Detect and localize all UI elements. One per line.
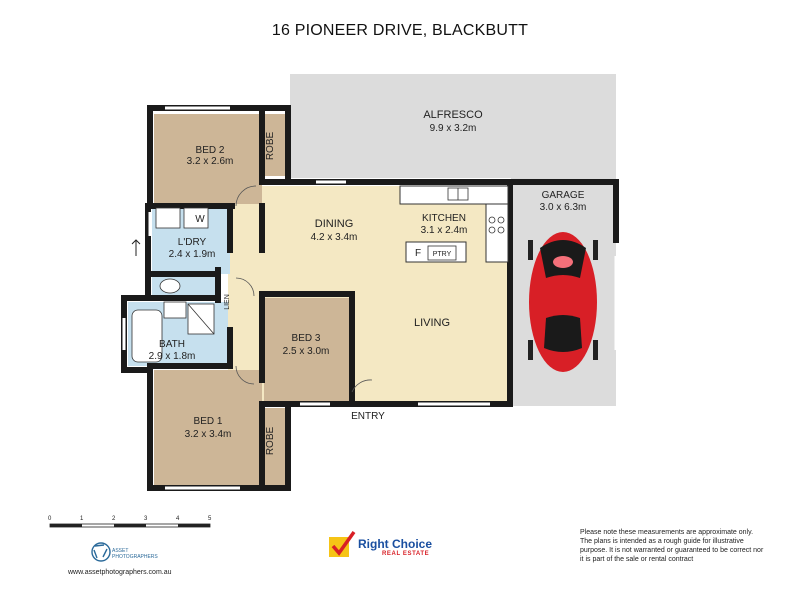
- alfresco-area[interactable]: [290, 74, 616, 178]
- camera-aperture-icon: [91, 542, 111, 562]
- bed2-size: 3.2 x 2.6m: [187, 156, 234, 167]
- photographer-logo-line1: ASSET: [112, 548, 129, 554]
- pantry-label: PTRY: [433, 251, 452, 258]
- entry-label: ENTRY: [351, 411, 385, 422]
- cooktop-icon: [488, 216, 496, 224]
- toilet-icon: [159, 278, 181, 294]
- garage-size: 3.0 x 6.3m: [540, 202, 587, 213]
- vanity-icon: [163, 301, 187, 319]
- bed2-room[interactable]: [154, 114, 262, 204]
- garage-label: GARAGE: [542, 190, 585, 201]
- washer-icon: [183, 207, 209, 229]
- hallway[interactable]: [228, 186, 264, 402]
- photographer-website-link[interactable]: www.assetphotographers.com.au: [68, 569, 172, 576]
- ldry-label: L'DRY: [178, 237, 207, 248]
- agency-name: Right Choice: [358, 537, 432, 551]
- agency-tagline: REAL ESTATE: [382, 551, 430, 557]
- scale-tick-5: 5: [208, 516, 212, 522]
- bed3-size: 2.5 x 3.0m: [283, 346, 330, 357]
- bed1-size: 3.2 x 3.4m: [185, 429, 232, 440]
- plan-title: 16 PIONEER DRIVE, BLACKBUTT: [271, 22, 529, 39]
- bath-label: BATH: [159, 339, 185, 350]
- linen-label: LIEN: [224, 294, 231, 310]
- car-icon: [528, 232, 598, 372]
- bed3-label: BED 3: [292, 333, 321, 344]
- bed2-label: BED 2: [196, 145, 225, 156]
- scale-tick-1: 1: [80, 516, 84, 522]
- disclaimer-text: Please note these measurements are appro…: [580, 529, 764, 563]
- scale-bar: [49, 523, 211, 528]
- scale-tick-3: 3: [144, 516, 148, 522]
- dining-label: DINING: [315, 218, 354, 230]
- robe-bottom-label: ROBE: [265, 427, 276, 456]
- alfresco-label: ALFRESCO: [423, 109, 483, 121]
- scale-tick-0: 0: [48, 516, 52, 522]
- photographer-logo-line2: PHOTOGRAPHERS: [112, 554, 158, 560]
- bath-size: 2.9 x 1.8m: [149, 351, 196, 362]
- bed1-label: BED 1: [194, 416, 223, 427]
- checkmark-logo-icon: [329, 530, 356, 557]
- robe-bottom[interactable]: [262, 408, 286, 485]
- scale-tick-4: 4: [176, 516, 180, 522]
- fridge-label: F: [415, 248, 421, 259]
- kitchen-label: KITCHEN: [422, 213, 466, 224]
- living-label: LIVING: [414, 317, 450, 329]
- kitchen-size: 3.1 x 2.4m: [421, 225, 468, 236]
- scale-tick-2: 2: [112, 516, 116, 522]
- ldry-size: 2.4 x 1.9m: [169, 249, 216, 260]
- dining-size: 4.2 x 3.4m: [311, 232, 358, 243]
- robe-top-label: ROBE: [265, 132, 276, 161]
- bathtub-icon: [131, 309, 163, 363]
- washer-label: W: [195, 214, 205, 225]
- entry-arrow-icon: [131, 239, 141, 256]
- robe-top[interactable]: [262, 114, 286, 176]
- laundry-tub-icon: [155, 207, 181, 229]
- alfresco-size: 9.9 x 3.2m: [430, 123, 477, 134]
- bed1-room[interactable]: [154, 370, 262, 485]
- bed3-room[interactable]: [264, 298, 350, 402]
